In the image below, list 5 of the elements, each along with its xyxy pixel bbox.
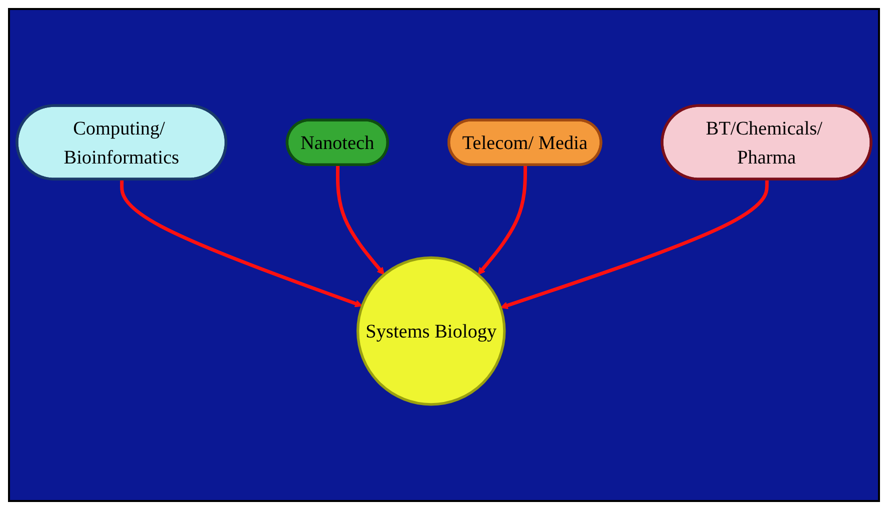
arrow [478, 165, 528, 276]
arrow [500, 179, 769, 310]
arrow [336, 165, 385, 276]
arrow [120, 179, 363, 308]
node-circle: Systems Biology [356, 256, 506, 406]
